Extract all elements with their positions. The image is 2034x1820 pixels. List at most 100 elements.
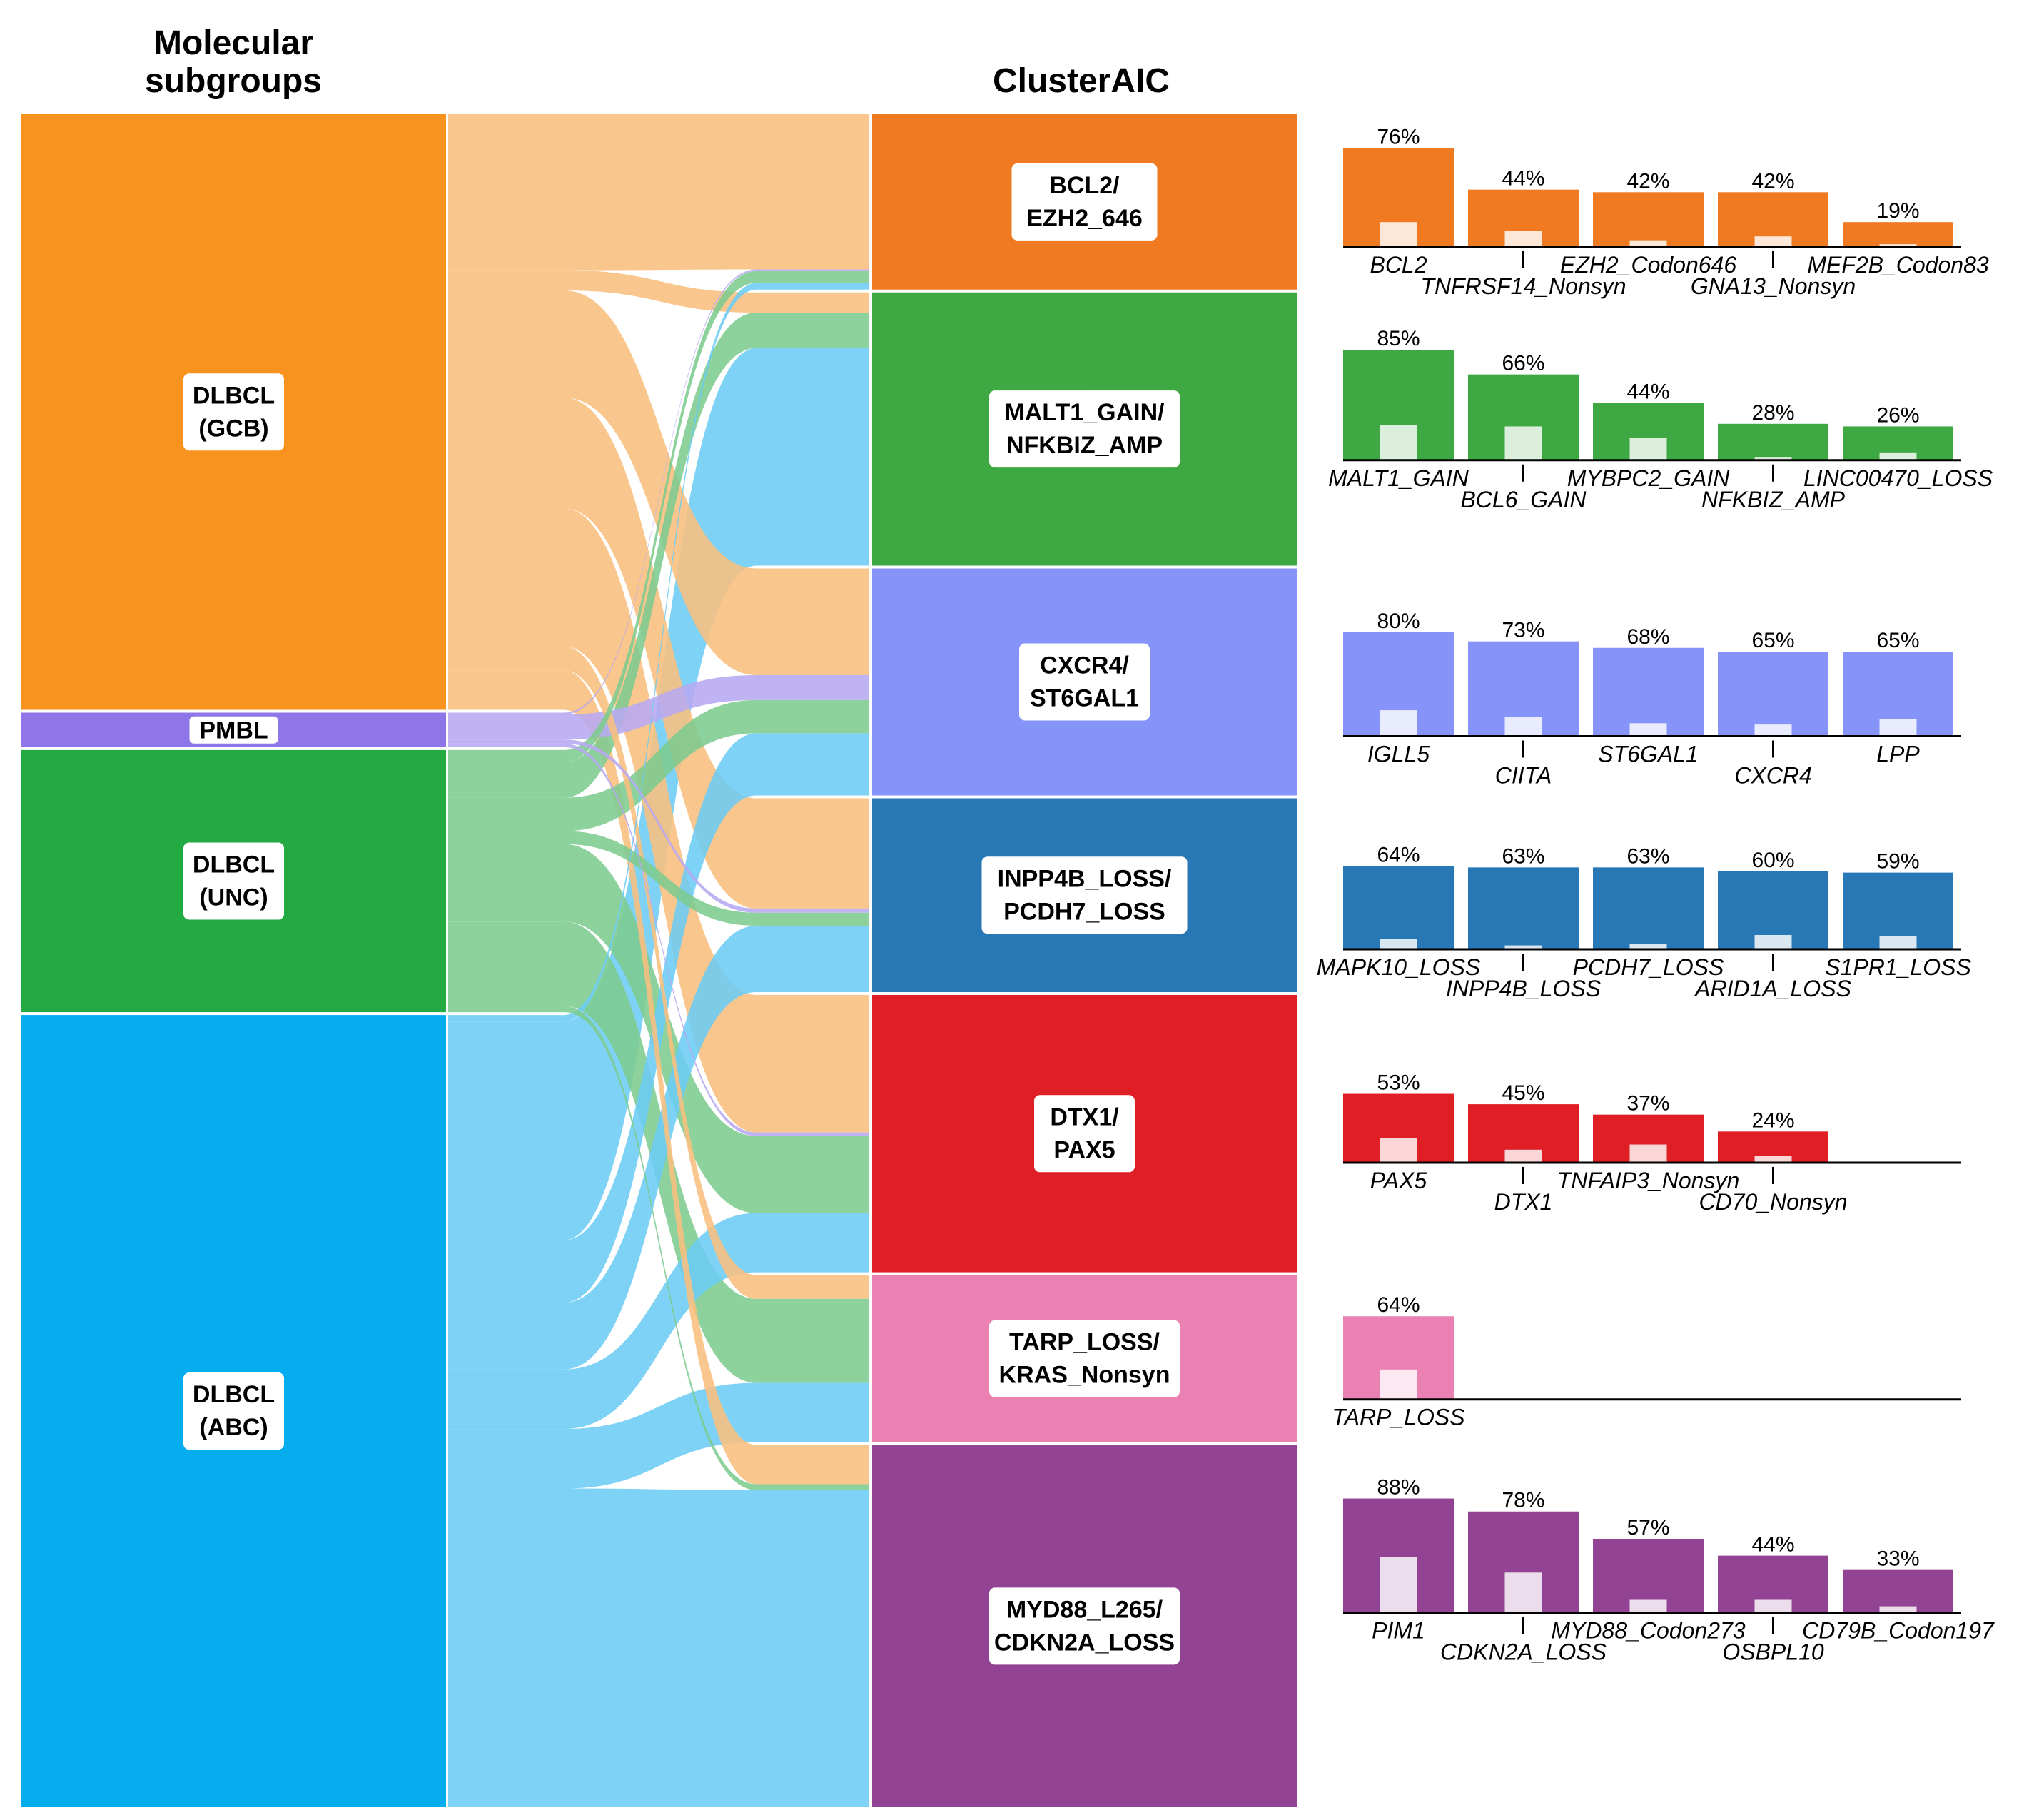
cluster-bcl2-label-box	[1011, 163, 1158, 241]
flow-ribbons	[448, 114, 869, 1807]
flow-gcb-to-inpp4b	[448, 398, 869, 909]
bar-percent-label: 64%	[1377, 844, 1420, 867]
cluster-cxcr4-label-box	[1019, 643, 1150, 721]
cluster-myd88-label-box	[989, 1587, 1180, 1665]
gene-label: ARID1A_LOSS	[1694, 976, 1851, 1001]
gene-label: PAX5	[1370, 1168, 1427, 1193]
background-frequency-bar	[1629, 240, 1667, 247]
bar-percent-label: 88%	[1377, 1476, 1420, 1500]
gene-label: CD79B_Codon197	[1802, 1618, 1995, 1644]
bar-percent-label: 44%	[1751, 1533, 1794, 1557]
bar-percent-label: 44%	[1502, 167, 1544, 191]
subgroup-pmbl-label-line: PMBL	[199, 717, 268, 744]
background-frequency-bar	[1380, 1557, 1417, 1613]
bar-percent-label: 45%	[1502, 1081, 1544, 1105]
feature-bar	[1593, 867, 1704, 950]
bar-percent-label: 63%	[1502, 844, 1544, 868]
bar-percent-label: 60%	[1751, 849, 1794, 872]
flow-abc-to-inpp4b	[448, 926, 869, 1370]
flow-abc-to-myd88	[448, 1488, 869, 1807]
flow-gcb-to-malt1	[448, 270, 869, 313]
gene-label: PCDH7_LOSS	[1573, 954, 1724, 980]
gene-label: CD70_Nonsyn	[1699, 1189, 1847, 1215]
gene-label: DTX1	[1494, 1189, 1553, 1215]
flow-abc-to-cxcr4	[448, 733, 869, 1303]
gene-label: PIM1	[1372, 1618, 1425, 1644]
bar-percent-label: 80%	[1377, 610, 1420, 633]
flow-gcb-to-bcl2	[448, 114, 869, 271]
column-headers: Molecular subgroups ClusterAIC	[145, 24, 1170, 100]
bar-percent-label: 78%	[1502, 1489, 1544, 1512]
bar-percent-label: 28%	[1751, 401, 1794, 425]
feature-bar	[1593, 647, 1704, 737]
bar-percent-label: 76%	[1377, 125, 1420, 148]
background-frequency-bar	[1629, 1599, 1667, 1613]
gene-label: MALT1_GAIN	[1328, 465, 1469, 491]
subgroup-unc-label-line: (UNC)	[199, 884, 268, 911]
bar-percent-label: 42%	[1751, 169, 1794, 193]
flow-gcb-to-cxcr4	[448, 290, 869, 675]
flow-unc-to-malt1	[448, 312, 869, 798]
bar-panel-dtx1: 53%PAX545%DTX137%TNFAIP3_Nonsyn24%CD70_N…	[1343, 1071, 1961, 1215]
cluster-myd88-label-line: CDKN2A_LOSS	[994, 1629, 1175, 1656]
cluster-bcl2-label-line: BCL2/	[1049, 172, 1120, 199]
gene-label: MYD88_Codon273	[1551, 1618, 1745, 1644]
bar-percent-label: 64%	[1377, 1293, 1420, 1317]
bar-percent-label: 57%	[1626, 1516, 1669, 1540]
feature-bar	[1843, 222, 1953, 247]
subgroup-gcb-label-line: (GCB)	[198, 415, 268, 442]
gene-label: CXCR4	[1734, 763, 1811, 789]
cluster-cxcr4-label-line: CXCR4/	[1040, 652, 1129, 679]
gene-label: TNFRSF14_Nonsyn	[1420, 273, 1626, 299]
bar-percent-label: 65%	[1751, 629, 1794, 652]
cluster-malt1-label-line: MALT1_GAIN/	[1004, 399, 1165, 426]
subgroup-gcb-label-box	[183, 373, 284, 451]
background-frequency-bar	[1380, 425, 1417, 460]
bar-percent-label: 26%	[1876, 403, 1919, 427]
cluster-inpp4b-label-box	[981, 856, 1188, 934]
subgroup-abc-label-line: (ABC)	[199, 1414, 268, 1441]
cluster-myd88-label-line: MYD88_L265/	[1006, 1596, 1163, 1623]
background-frequency-bar	[1380, 1138, 1417, 1163]
gene-label: TARP_LOSS	[1332, 1405, 1464, 1430]
background-frequency-bar	[1879, 244, 1917, 247]
background-frequency-bar	[1504, 231, 1542, 247]
subgroup-abc-label-box	[183, 1372, 284, 1450]
background-frequency-bar	[1629, 723, 1667, 737]
bar-percent-label: 24%	[1751, 1108, 1794, 1132]
bar-percent-label: 37%	[1626, 1092, 1669, 1116]
bar-percent-label: 68%	[1626, 625, 1669, 649]
cluster-tarp-label-line: TARP_LOSS/	[1009, 1329, 1160, 1356]
background-frequency-bar	[1504, 717, 1542, 737]
feature-bar	[1343, 866, 1454, 950]
flow-gcb-to-myd88	[448, 670, 869, 1485]
feature-bar	[1843, 1569, 1953, 1613]
cluster-inpp4b-label-line: INPP4B_LOSS/	[998, 865, 1172, 892]
gene-label: LPP	[1876, 742, 1920, 767]
background-frequency-bar	[1629, 1144, 1667, 1163]
bar-percent-label: 63%	[1626, 844, 1669, 868]
background-frequency-bar	[1754, 724, 1792, 737]
gene-label: GNA13_Nonsyn	[1691, 273, 1856, 299]
flow-unc-to-cxcr4	[448, 699, 869, 831]
background-frequency-bar	[1504, 426, 1542, 460]
bar-panel-myd88: 88% PIM1 78% CDKN2A_LOSS 57% MYD88_Codon273 44…	[1343, 1476, 1995, 1665]
background-frequency-bar	[1380, 222, 1417, 247]
gene-label: TNFAIP3_Nonsyn	[1557, 1168, 1740, 1193]
cluster-malt1-label-line: NFKBIZ_AMP	[1006, 432, 1163, 459]
feature-bar	[1468, 867, 1579, 950]
background-frequency-bar	[1629, 438, 1667, 460]
gene-label: NFKBIZ_AMP	[1701, 487, 1846, 512]
bar-panel-inpp4b: 64%MAPK10_LOSS63%INPP4B_LOSS63%PCDH7_LOS…	[1317, 844, 1971, 1001]
gene-label: BCL6_GAIN	[1460, 487, 1587, 512]
gene-label: EZH2_Codon646	[1560, 252, 1736, 278]
background-frequency-bar	[1380, 710, 1417, 737]
cluster-cxcr4-label-line: ST6GAL1	[1030, 685, 1139, 712]
feature-bar	[1593, 192, 1704, 247]
cluster-tarp-label-line: KRAS_Nonsyn	[999, 1362, 1170, 1389]
bar-panel-bcl2: 76%BCL244%TNFRSF14_Nonsyn42%EZH2_Codon64…	[1343, 125, 1989, 299]
gene-label: CDKN2A_LOSS	[1440, 1639, 1607, 1665]
background-frequency-bar	[1754, 934, 1792, 950]
